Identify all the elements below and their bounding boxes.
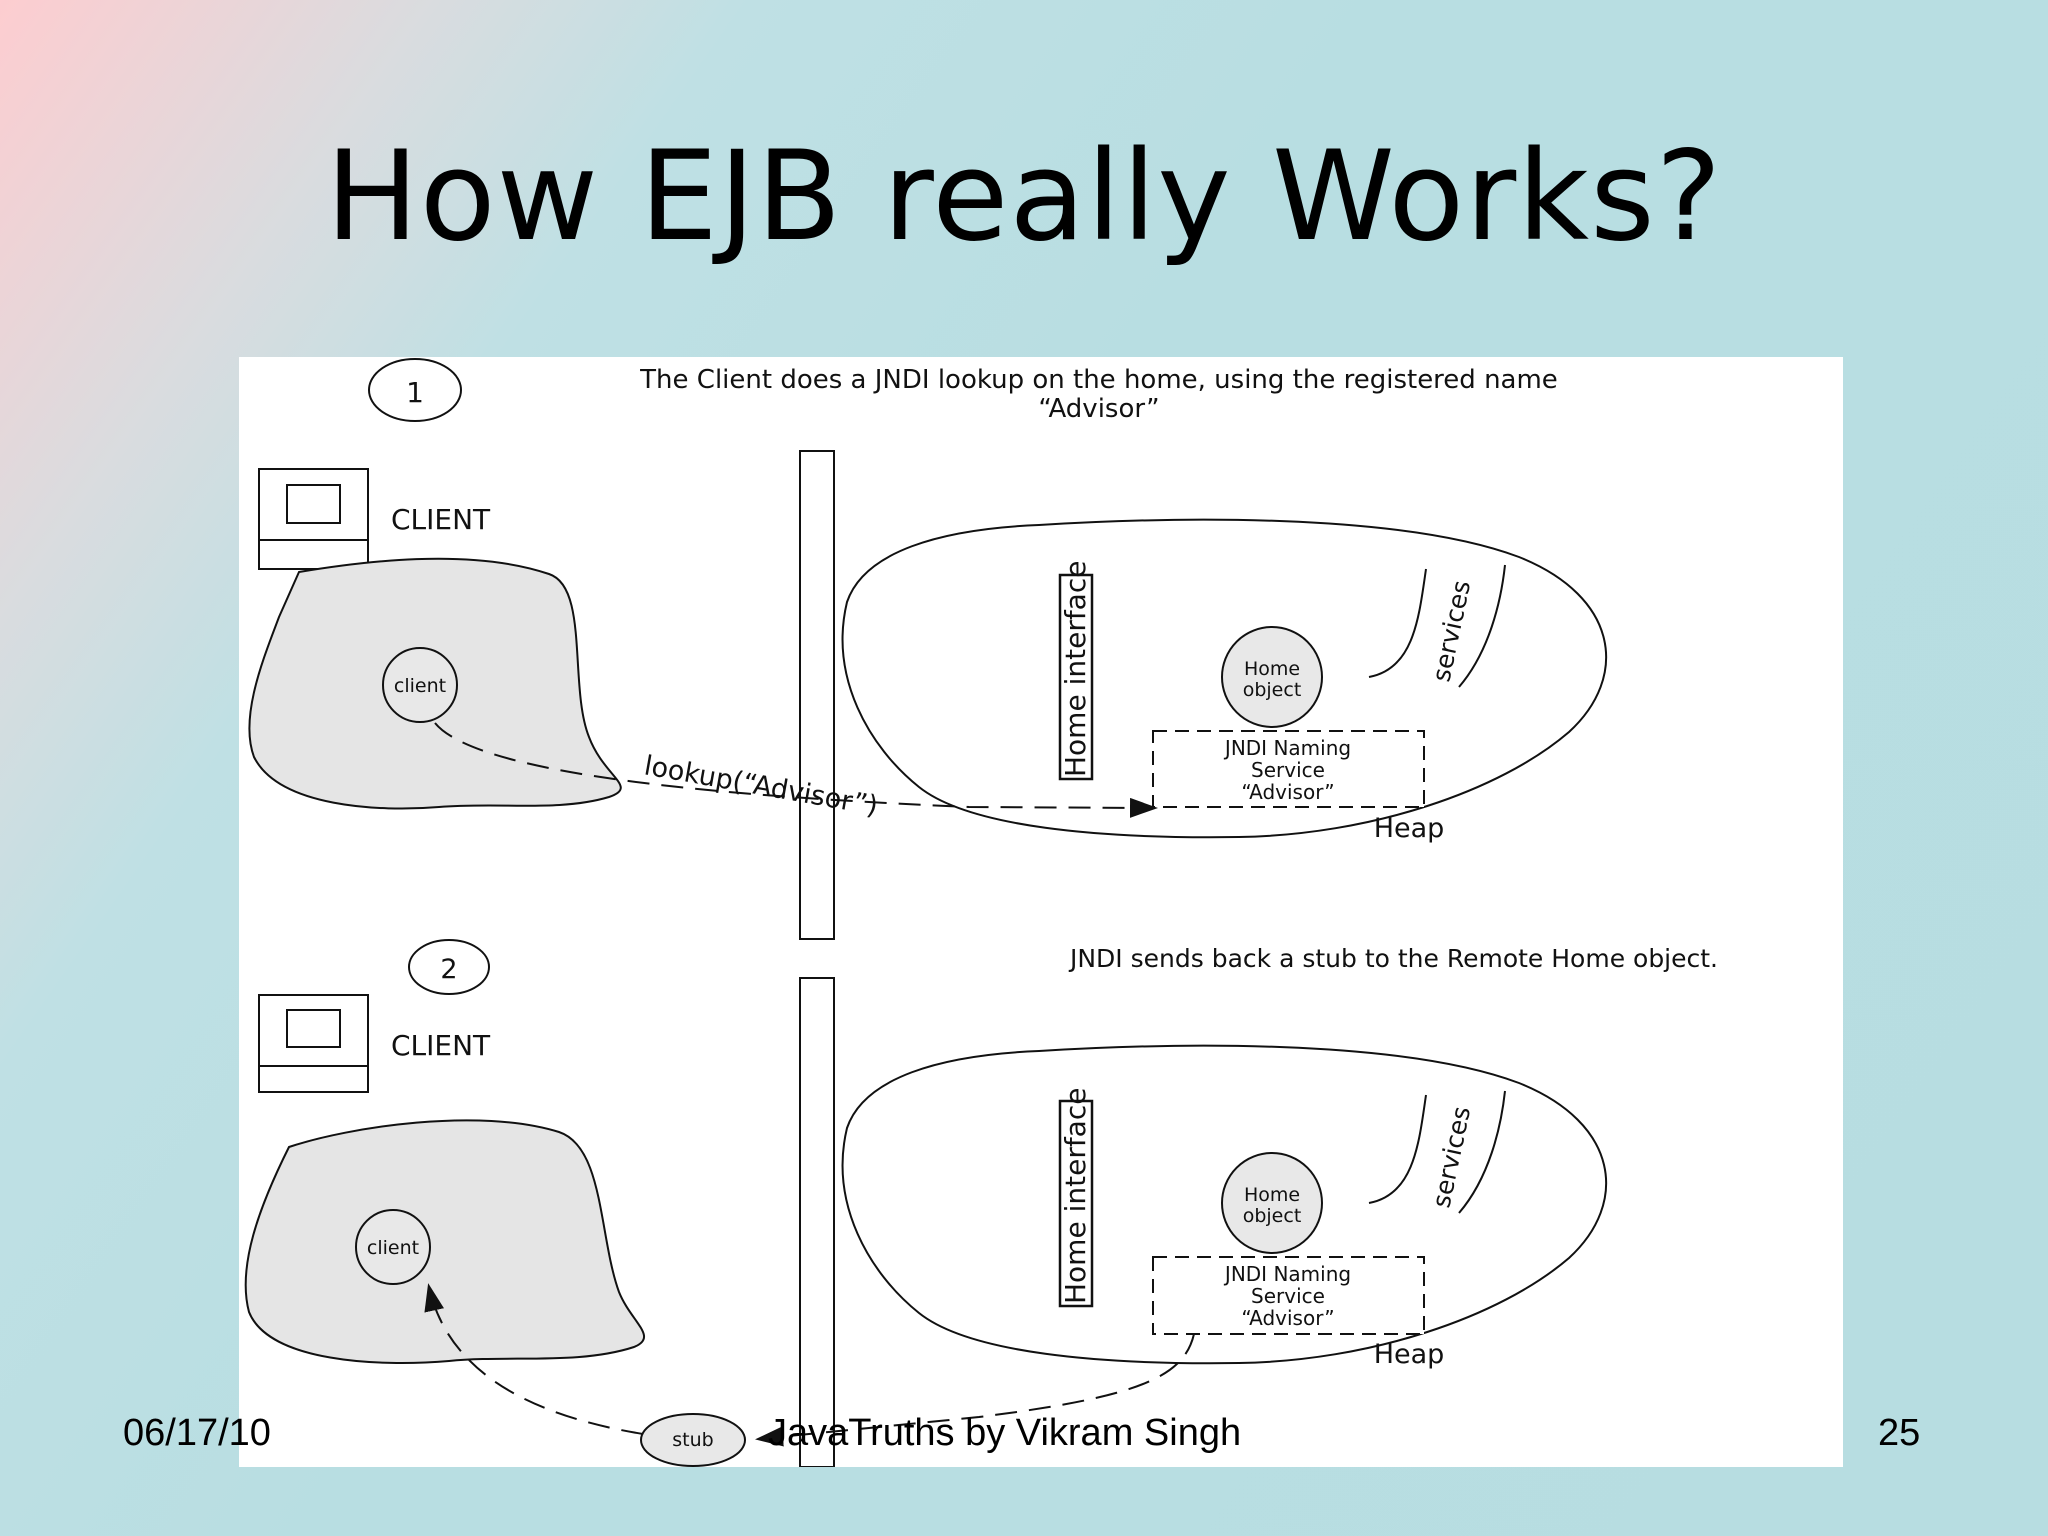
ejb-diagram-svg: 1 The Client does a JNDI lookup on the h…: [244, 358, 1718, 1467]
computer-icon: [258, 994, 369, 1093]
step-2-jndi-line3: “Advisor”: [1241, 1306, 1334, 1330]
step-1-jndi-line3: “Advisor”: [1241, 780, 1334, 804]
step-1-caption-line1: The Client does a JNDI lookup on the hom…: [639, 365, 1558, 395]
home-object-node: [1221, 626, 1323, 728]
footer-author: JavaTruths by Vikram Singh: [768, 1412, 1242, 1454]
step-1-badge: [368, 358, 462, 422]
step-2-client-label: CLIENT: [391, 1029, 491, 1062]
computer-icon: [258, 468, 369, 570]
step-1-caption-line2: “Advisor”: [1038, 394, 1159, 424]
step-2-jndi-line2: Service: [1251, 1284, 1325, 1308]
home-interface-box: Home interface: [1058, 1088, 1094, 1308]
step-1-jndi-line2: Service: [1251, 758, 1325, 782]
step-2-badge: [408, 939, 490, 995]
step-1-number: 1: [406, 376, 424, 409]
client-node: [382, 647, 458, 723]
step-1-home-object-line1: Home: [1244, 658, 1300, 680]
jndi-naming-service-box: [1152, 730, 1425, 808]
jndi-naming-service-box: [1152, 1256, 1425, 1335]
footer-date: 06/17/10: [123, 1412, 271, 1454]
step-2-heap-label: Heap: [1374, 1339, 1445, 1370]
step-2-home-object-line1: Home: [1244, 1184, 1300, 1206]
step-1-home-interface-label: Home interface: [1059, 561, 1092, 777]
step-2-home-interface-label: Home interface: [1059, 1088, 1092, 1304]
step-1-panel: 1 The Client does a JNDI lookup on the h…: [248, 358, 1608, 940]
step-2-home-object-line2: object: [1243, 1205, 1302, 1227]
step-1-jndi-line1: JNDI Naming: [1223, 736, 1351, 760]
step-1-heap-label: Heap: [1374, 813, 1445, 844]
return-stub-arrow: [755, 1333, 1195, 1447]
lookup-call-label: lookup(“Advisor”): [642, 750, 880, 822]
lookup-arrow: [434, 722, 1158, 818]
step-1-client-node-label: client: [394, 675, 446, 697]
page-number: 25: [1878, 1412, 1921, 1454]
home-object-node: [1221, 1152, 1323, 1254]
step-2-number: 2: [440, 954, 457, 985]
network-divider: [799, 450, 835, 940]
client-node: [355, 1209, 431, 1285]
step-2-caption: JNDI sends back a stub to the Remote Hom…: [1068, 944, 1718, 973]
stub-label: stub: [672, 1429, 713, 1451]
network-divider: [799, 977, 835, 1467]
ejb-diagram: 1 The Client does a JNDI lookup on the h…: [239, 357, 1843, 1467]
slide-title: How EJB really Works?: [325, 125, 1723, 269]
step-1-home-object-line2: object: [1243, 679, 1302, 701]
step-1-client-label: CLIENT: [391, 503, 491, 536]
home-interface-box: Home interface: [1058, 561, 1094, 781]
step-2-client-node-label: client: [367, 1237, 419, 1259]
step-2-jndi-line1: JNDI Naming: [1223, 1262, 1351, 1286]
client-jvm-blob: [244, 1119, 646, 1364]
stub-to-client-arrow: [424, 1283, 644, 1435]
stub-node: [640, 1413, 746, 1467]
step-2-panel: 2 JNDI sends back a stub to the Remote H…: [244, 939, 1718, 1467]
